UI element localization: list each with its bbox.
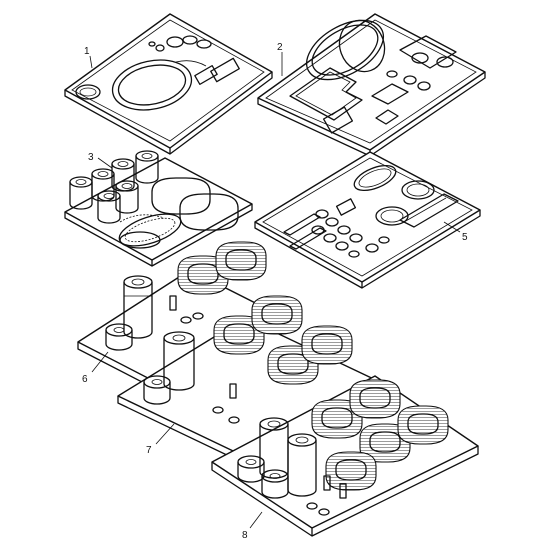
- leader-lines: [89, 52, 461, 529]
- kit-3-filter-tray: [64, 150, 253, 267]
- callout-7: 7: [146, 445, 152, 456]
- kit-6-filter-tray: [77, 241, 286, 400]
- kit-5-seal-tray: [254, 151, 481, 289]
- kit-8-filter-tray: [211, 375, 479, 537]
- callout-8: 8: [242, 530, 248, 541]
- kit-2-gasket-tray: [257, 13, 486, 157]
- callout-6: 6: [82, 374, 88, 385]
- kit-1-gasket-tray: [64, 13, 273, 155]
- callout-2: 2: [277, 42, 283, 53]
- kit-7-filter-tray: [117, 295, 381, 468]
- callout-5: 5: [462, 232, 468, 243]
- callout-1: 1: [84, 46, 90, 57]
- callout-3: 3: [88, 152, 94, 163]
- callout-labels: 1 2 3 5 6 7 8: [82, 42, 468, 541]
- kit-3-filter-cylinders: [69, 150, 159, 224]
